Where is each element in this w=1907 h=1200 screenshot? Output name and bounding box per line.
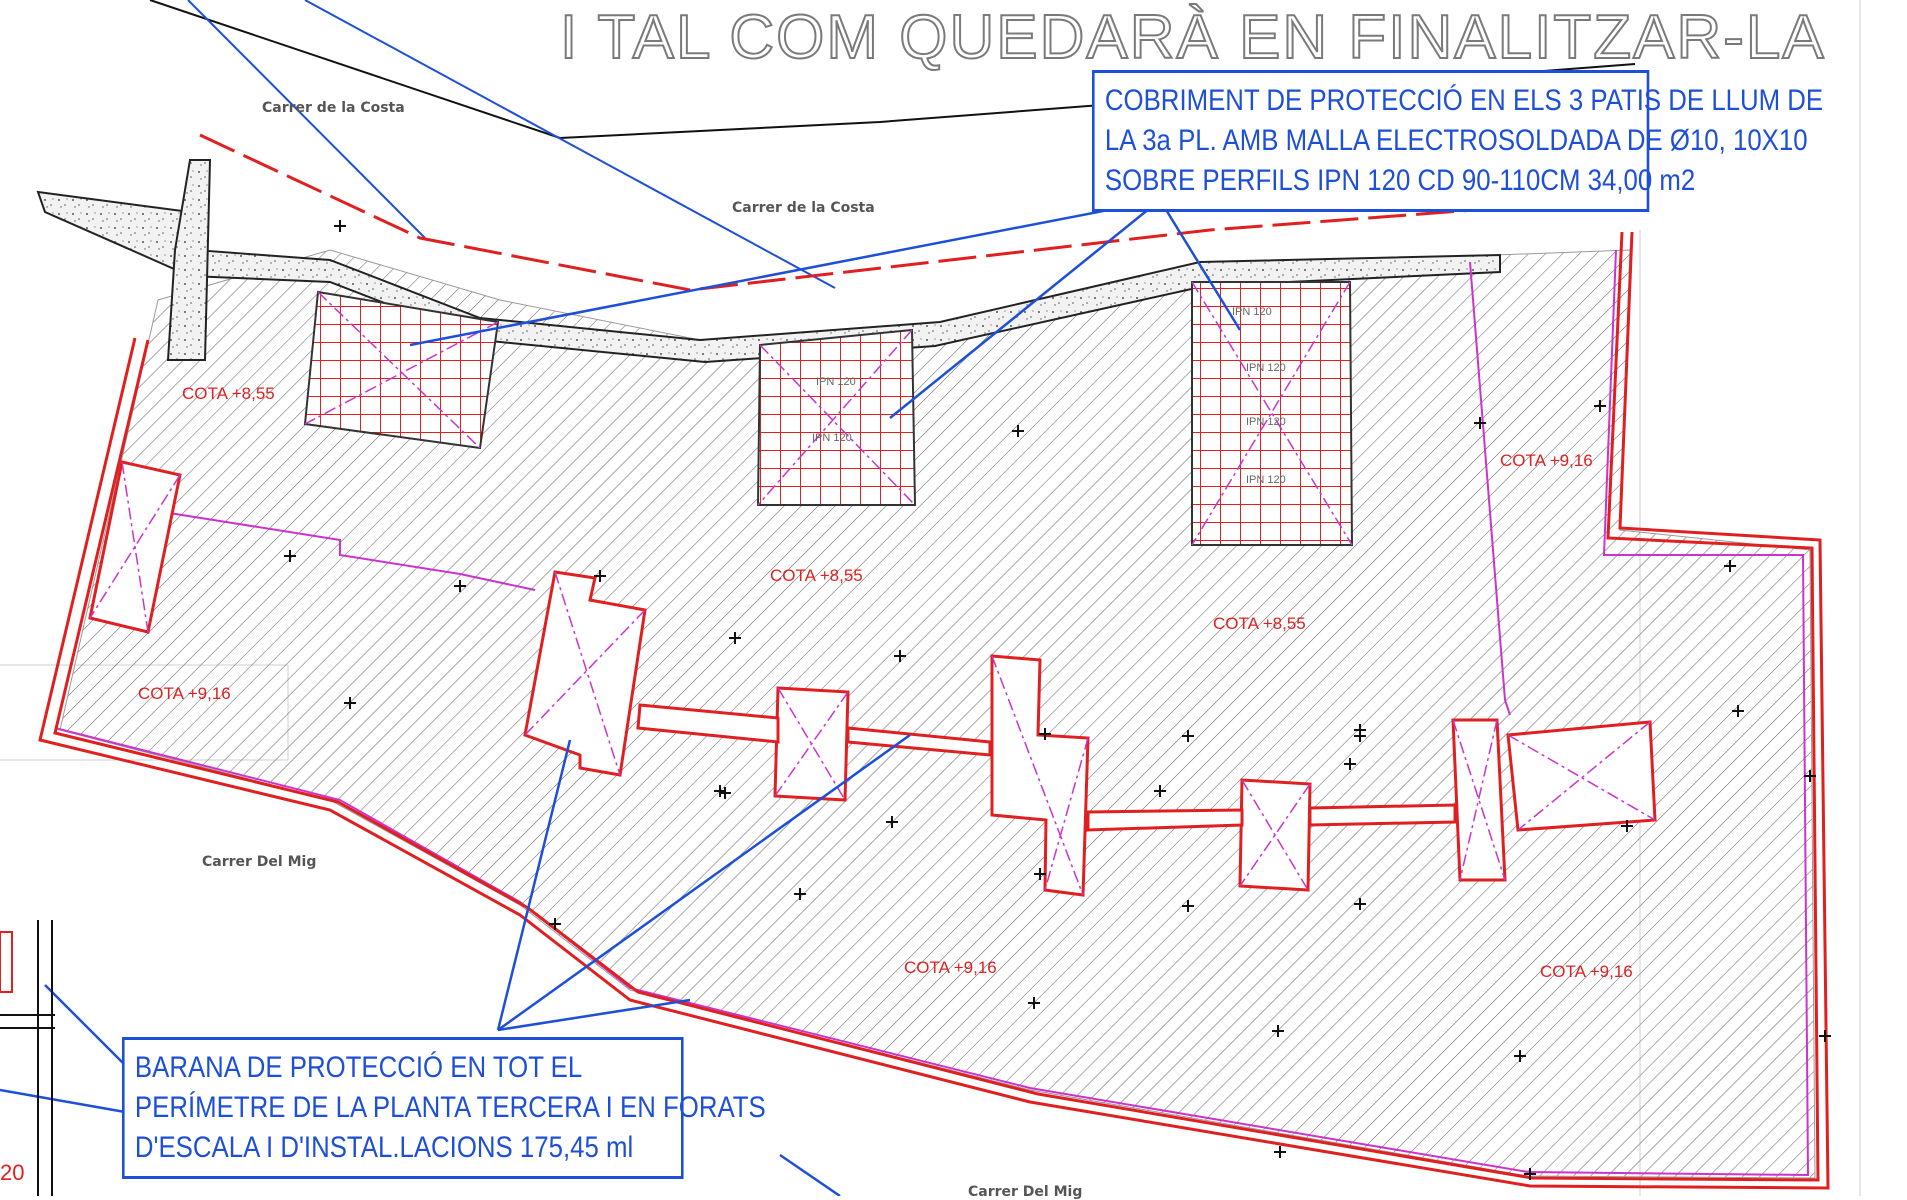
profile-label: IPN 120 [1246,416,1286,428]
street-label-mig-1: Carrer Del Mig [202,854,317,870]
note-protection-cover: COBRIMENT DE PROTECCIÓ EN ELS 3 PATIS DE… [1092,70,1824,212]
slab-hatch [59,249,1816,1179]
profile-label: IPN 120 [1232,306,1272,318]
level-label: COTA +8,55 [182,384,275,403]
magenta-inner-line [124,505,536,591]
light-well-3 [1191,281,1354,546]
drawing-title: I TAL COM QUEDARÀ EN FINALITZAR-LA [559,2,1826,73]
street-label-costa-2: Carrer de la Costa [732,200,875,216]
note-bottom-line-1: BARANA DE PROTECCIÓ EN TOT EL [134,1051,583,1084]
survey-markers [284,220,1831,1180]
profile-label: IPN 120 [1246,362,1286,374]
light-well-1 [303,290,500,450]
note-bottom-line-3: D'ESCALA I D'INSTAL.LACIONS 175,45 ml [134,1131,634,1164]
note-top-line-1: COBRIMENT DE PROTECCIÓ EN ELS 3 PATIS DE… [1104,84,1824,117]
magenta-boundary [54,249,1810,1177]
profile-label: IPN 120 [1246,474,1286,486]
light-well-2 [756,328,917,506]
note-top-line-2: LA 3a PL. AMB MALLA ELECTROSOLDADA DE Ø1… [1104,124,1808,157]
edge-dimension: 20 [0,1160,25,1185]
magenta-east-line [1469,261,1511,716]
opening-links [636,703,1457,832]
level-label: COTA +8,55 [770,566,863,585]
leader-lines-notes [0,198,1242,1196]
street-label-costa-1: Carrer de la Costa [262,100,405,116]
profile-label: IPN 120 [812,432,852,444]
level-label: COTA +9,16 [1500,451,1593,470]
level-label: COTA +9,16 [138,684,231,703]
perimeter-railing [38,231,1830,1190]
profile-label: IPN 120 [816,376,856,388]
street-label-mig-2: Carrer Del Mig [968,1184,1083,1200]
note-perimeter-railing: BARANA DE PROTECCIÓ EN TOT EL PERÍMETRE … [122,1037,766,1179]
opening-diagonals [89,461,1656,896]
leader-lines-top [187,0,836,289]
level-label: COTA +8,55 [1213,614,1306,633]
level-label: COTA +9,16 [1540,962,1633,981]
note-top-line-3: SOBRE PERFILS IPN 120 CD 90-110CM 34,00 … [1104,164,1696,197]
note-bottom-line-2: PERÍMETRE DE LA PLANTA TERCERA I EN FORA… [134,1091,766,1124]
section-fragment [0,920,55,1196]
level-label: COTA +9,16 [904,958,997,977]
